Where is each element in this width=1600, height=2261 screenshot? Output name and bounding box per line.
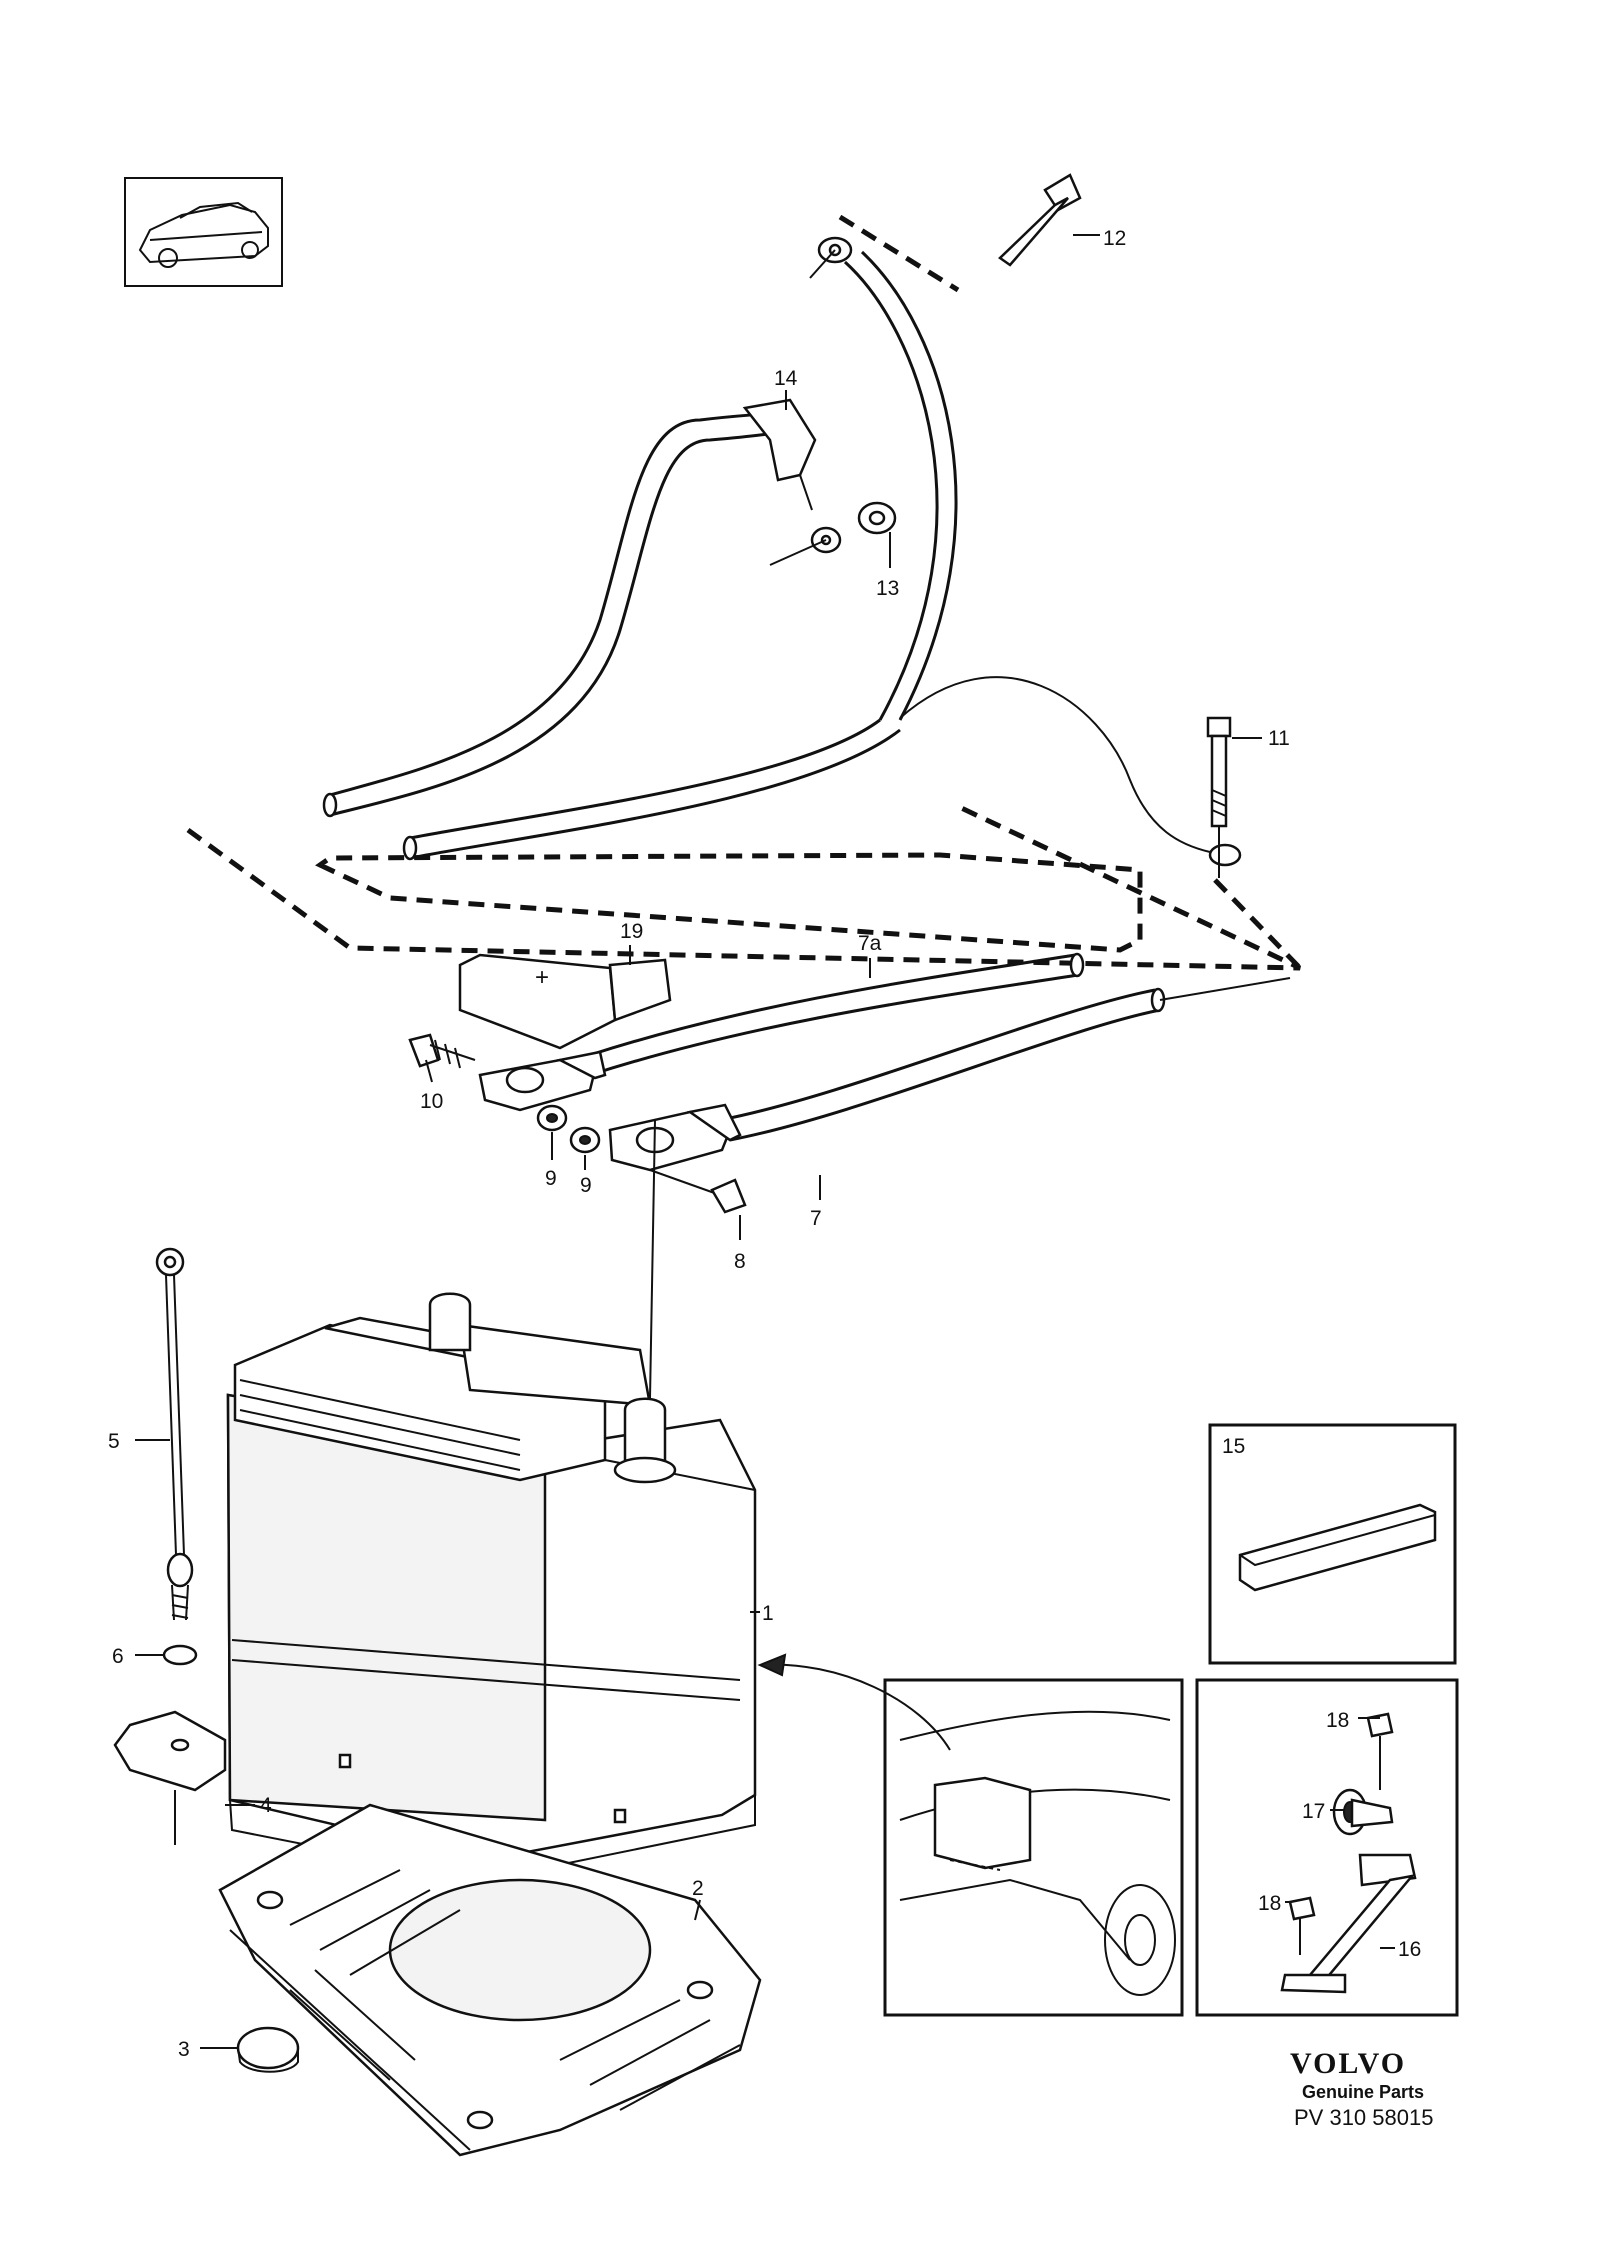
- callout-6: 6: [112, 1645, 124, 1668]
- callout-7: 7: [810, 1207, 822, 1230]
- callout-3: 3: [178, 2038, 190, 2061]
- washer-9b: [569, 1126, 601, 1154]
- ground-wire: [899, 676, 1211, 853]
- washer-6: [162, 1644, 198, 1666]
- callout-11: 11: [1268, 727, 1290, 750]
- nut-13: [857, 501, 897, 535]
- sedan-car-icon: [138, 201, 269, 268]
- callout-18a: 18: [1326, 1709, 1349, 1732]
- mounting-outline-inner: [315, 852, 1143, 953]
- bolt-12: [998, 173, 1082, 267]
- inset-location: [883, 1678, 1184, 2017]
- bolt-10: [408, 1033, 476, 1069]
- mounting-outline-outer: [186, 802, 1302, 971]
- callout-16: 16: [1398, 1938, 1421, 1961]
- brand-subtitle: Genuine Parts: [1302, 2082, 1424, 2102]
- hold-down-rod-5: [155, 1247, 194, 1621]
- cable-14: [322, 398, 901, 861]
- volvo-logo: VOLVO: [1290, 2047, 1406, 2080]
- callout-4: 4: [260, 1794, 272, 1817]
- inset-strap: [1195, 1678, 1459, 2017]
- svg-text:+: +: [535, 964, 549, 991]
- battery-tray-2: [218, 1803, 762, 2157]
- leader-lines: [135, 234, 1395, 2049]
- callout-2: 2: [692, 1877, 704, 1900]
- bracket-4: [113, 1710, 227, 1845]
- callout-14: 14: [774, 367, 798, 390]
- washer-9a: [536, 1104, 568, 1132]
- callout-12: 12: [1103, 227, 1126, 250]
- callout-1: 1: [762, 1602, 774, 1625]
- brand-block: VOLVO Genuine Parts PV 310 58015: [1290, 2047, 1433, 2130]
- terminal-clamp-negative: [608, 1103, 742, 1399]
- inset-15: [1208, 1423, 1457, 1665]
- main-cable-12: [809, 236, 958, 721]
- callout-5: 5: [108, 1430, 120, 1453]
- callout-17: 17: [1302, 1800, 1325, 1823]
- part-diagram-code: PV 310 58015: [1294, 2105, 1433, 2130]
- callout-18b: 18: [1258, 1892, 1281, 1915]
- callout-10: 10: [420, 1090, 443, 1113]
- bolt-8: [649, 1169, 747, 1214]
- terminal-clamp-positive: [478, 1050, 607, 1112]
- cable-7: [719, 977, 1291, 1142]
- vehicle-thumbnail: [124, 177, 283, 287]
- callout-7a: 7a: [858, 932, 882, 955]
- callout-9a: 9: [545, 1167, 557, 1190]
- callout-19: 19: [620, 920, 643, 943]
- location-arrow: [759, 1663, 951, 1751]
- cable-7a: [589, 952, 1085, 1077]
- terminal-cover-19: +: [458, 953, 672, 1050]
- callout-13: 13: [876, 577, 899, 600]
- bolt-11: [1206, 716, 1232, 878]
- callout-8: 8: [734, 1250, 746, 1273]
- callout-9b: 9: [580, 1174, 592, 1197]
- plug-3: [236, 2026, 300, 2073]
- callout-15: 15: [1222, 1435, 1245, 1458]
- battery-1: [226, 1292, 757, 1882]
